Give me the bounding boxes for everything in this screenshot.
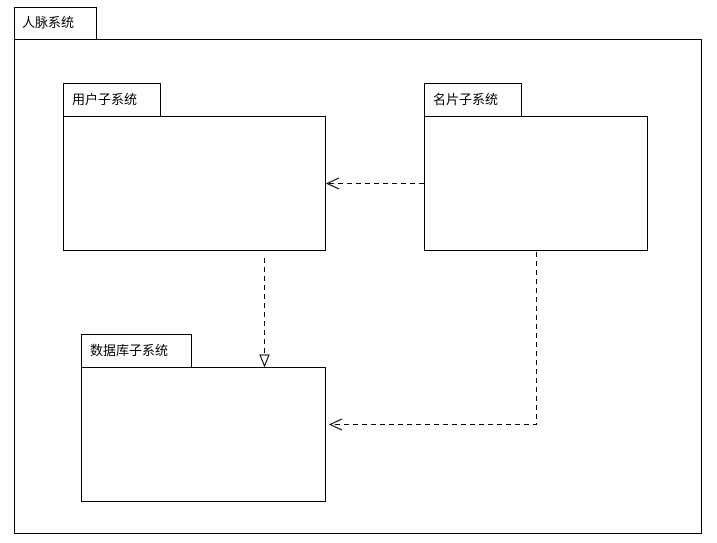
package-database-label: 数据库子系统 xyxy=(90,343,168,359)
package-card-label: 名片子系统 xyxy=(433,92,498,108)
package-card-body xyxy=(424,116,648,251)
package-database-body xyxy=(81,367,326,502)
dependency-user-to-database[interactable] xyxy=(259,258,270,368)
package-user[interactable]: 用户子系统 xyxy=(63,83,326,251)
dependency-card-to-database-line xyxy=(330,252,537,425)
package-database[interactable]: 数据库子系统 xyxy=(81,334,326,502)
dependency-card-to-database-arrowhead xyxy=(328,418,343,431)
dependency-user-to-database-arrowhead xyxy=(259,354,270,368)
dependency-card-to-user-arrowhead xyxy=(325,177,340,190)
package-user-tab xyxy=(63,83,161,117)
package-user-body xyxy=(63,116,326,251)
package-card[interactable]: 名片子系统 xyxy=(424,83,648,251)
outer-package-label: 人脉系统 xyxy=(22,16,74,31)
package-user-label: 用户子系统 xyxy=(72,92,137,108)
outer-package-tab xyxy=(14,7,97,40)
dependency-card-to-database[interactable] xyxy=(328,252,537,431)
package-database-tab xyxy=(81,334,192,368)
dependency-card-to-user[interactable] xyxy=(325,177,424,190)
